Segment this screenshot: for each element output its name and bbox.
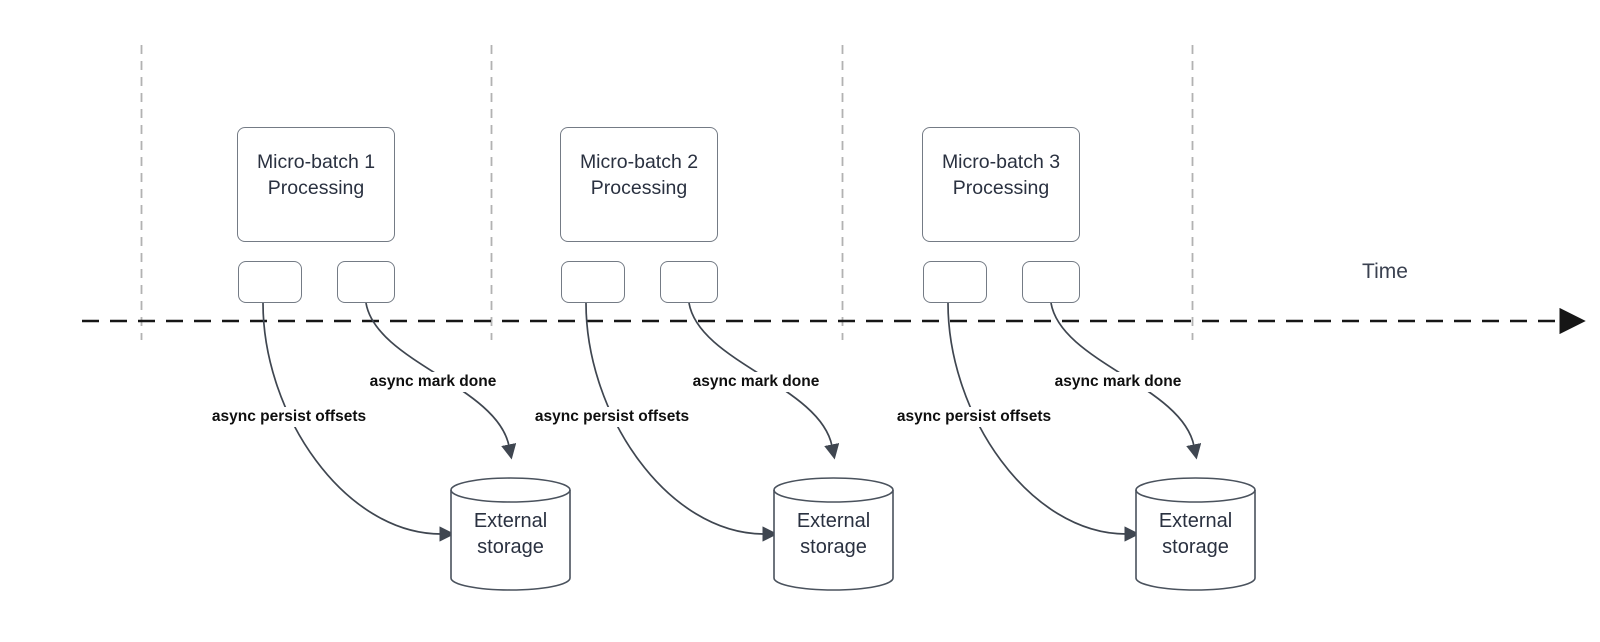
storage-cylinder-body: [1135, 477, 1256, 591]
storage-cylinder-rim: [1135, 489, 1256, 503]
mark-done-arrow: [365, 302, 517, 460]
mark-done-arrow: [1050, 302, 1202, 460]
batch-group-arrows: [262, 302, 571, 591]
storage-cylinder-rim: [773, 489, 894, 503]
persist-offsets-arrow: [585, 302, 778, 542]
persist-offsets-arrow: [262, 302, 455, 542]
mark-done-arrow: [688, 302, 840, 460]
storage-cylinder-body: [450, 477, 571, 591]
batch-group-arrows: [585, 302, 894, 591]
storage-cylinder-rim: [450, 489, 571, 503]
storage-cylinder-body: [773, 477, 894, 591]
time-gridlines: [140, 45, 1194, 340]
batch-group-arrows: [947, 302, 1256, 591]
persist-offsets-arrow: [947, 302, 1140, 542]
